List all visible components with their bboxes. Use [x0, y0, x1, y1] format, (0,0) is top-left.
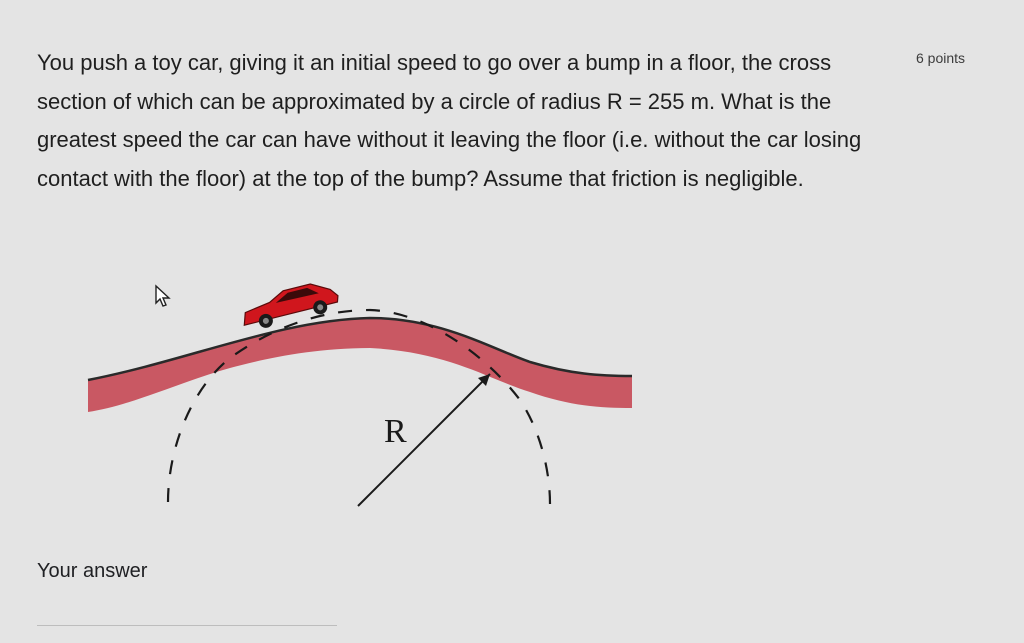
radius-arrow — [357, 373, 491, 507]
points-badge: 6 points — [916, 50, 966, 66]
bump-diagram: R — [87, 283, 633, 507]
answer-label: Your answer — [37, 560, 148, 582]
mouse-cursor-icon — [155, 284, 171, 307]
question-text: You push a toy car, giving it an initial… — [37, 50, 862, 191]
floor-band — [88, 318, 632, 412]
answer-input[interactable] — [37, 625, 337, 626]
toy-car-icon — [243, 283, 339, 328]
floor-surface-line — [87, 316, 633, 382]
bump-circle-dashed — [166, 308, 552, 505]
radius-label: R — [384, 413, 407, 450]
